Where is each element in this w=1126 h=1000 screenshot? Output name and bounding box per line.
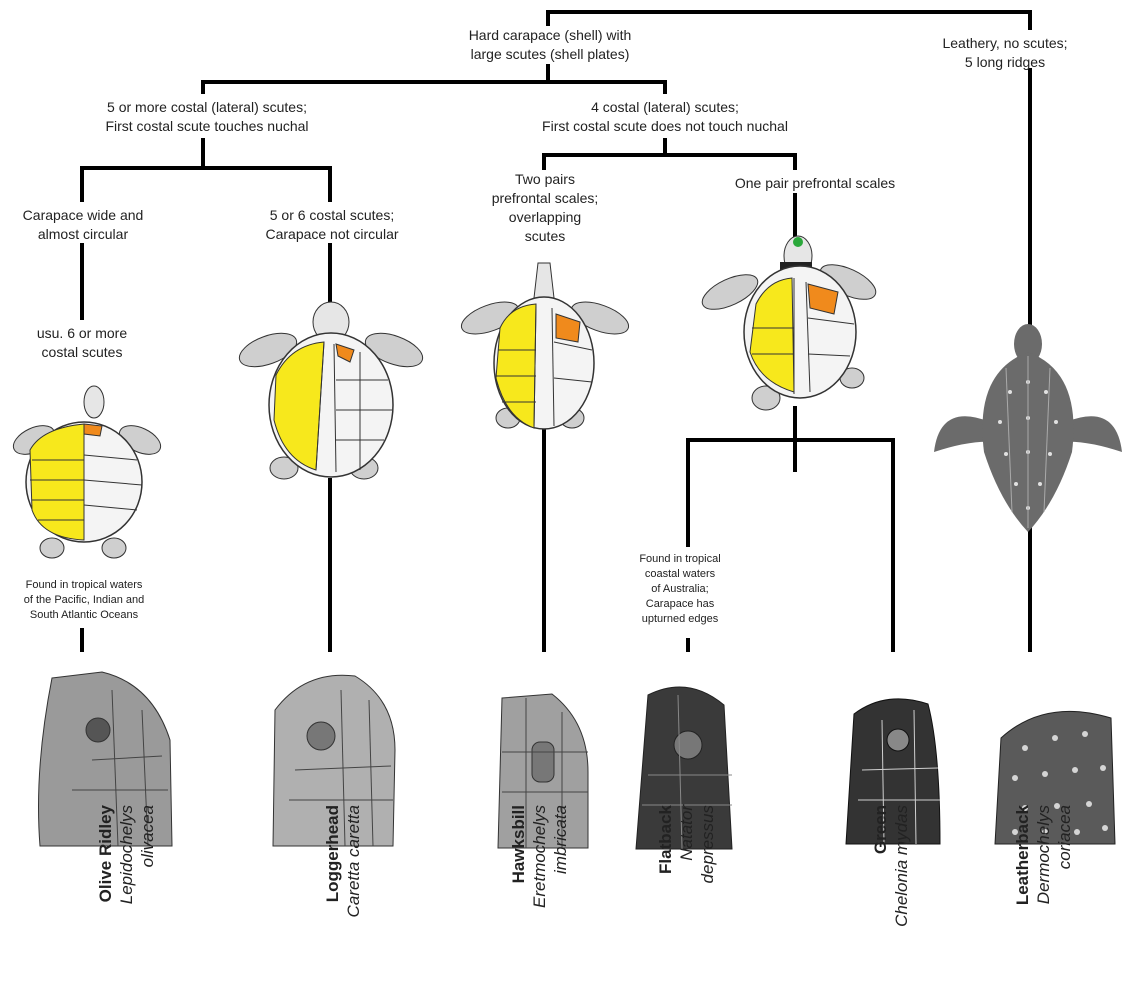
node-five-costal: 5 or more costal (lateral) scutes; First…	[62, 98, 352, 136]
common-name: Loggerhead	[322, 805, 343, 995]
species-green: Green Chelonia mydas	[870, 805, 954, 995]
common-name: Flatback	[655, 805, 676, 995]
common-name: Leatherback	[1012, 805, 1033, 995]
species-loggerhead: Loggerhead Caretta caretta	[322, 805, 406, 995]
scientific-name-2: imbricata	[550, 805, 571, 995]
scientific-name: Dermochelys	[1033, 805, 1054, 995]
species-hawksbill: Hawksbill Eretmochelys imbricata	[508, 805, 592, 995]
node-not-circular: 5 or 6 costal scutes; Carapace not circu…	[232, 206, 432, 244]
loggerhead-illustration	[236, 300, 426, 490]
node-hard-carapace: Hard carapace (shell) with large scutes …	[430, 26, 670, 64]
common-name: Olive Ridley	[95, 805, 116, 995]
node-leathery: Leathery, no scutes; 5 long ridges	[900, 34, 1110, 72]
scientific-name: Lepidochelys	[116, 805, 137, 995]
note-flatback-range: Found in tropical coastal waters of Aust…	[605, 552, 755, 627]
scientific-name-2: coriacea	[1054, 805, 1075, 995]
node-carapace-wide: Carapace wide and almost circular	[0, 206, 166, 244]
node-four-costal: 4 costal (lateral) scutes; First costal …	[505, 98, 825, 136]
olive-ridley-illustration	[12, 380, 162, 570]
scientific-name-2: olivacea	[137, 805, 158, 995]
green-illustration	[700, 232, 880, 422]
node-one-pair-prefrontal: One pair prefrontal scales	[700, 174, 930, 193]
scientific-name: Natator	[676, 805, 697, 995]
hawksbill-illustration	[460, 258, 630, 443]
common-name: Green	[870, 805, 891, 995]
leatherback-illustration	[930, 322, 1126, 540]
species-olive-ridley: Olive Ridley Lepidochelys olivacea	[95, 805, 179, 995]
scientific-name: Chelonia mydas	[891, 805, 912, 995]
node-six-costal: usu. 6 or more costal scutes	[12, 324, 152, 362]
node-two-pairs-prefrontal: Two pairs prefrontal scales; overlapping…	[470, 170, 620, 246]
common-name: Hawksbill	[508, 805, 529, 995]
note-olive-range: Found in tropical waters of the Pacific,…	[4, 578, 164, 623]
scientific-name: Caretta caretta	[343, 805, 364, 995]
species-flatback: Flatback Natator depressus	[655, 805, 739, 995]
scientific-name-2: depressus	[697, 805, 718, 995]
scientific-name: Eretmochelys	[529, 805, 550, 995]
species-leatherback: Leatherback Dermochelys coriacea	[1012, 805, 1096, 995]
